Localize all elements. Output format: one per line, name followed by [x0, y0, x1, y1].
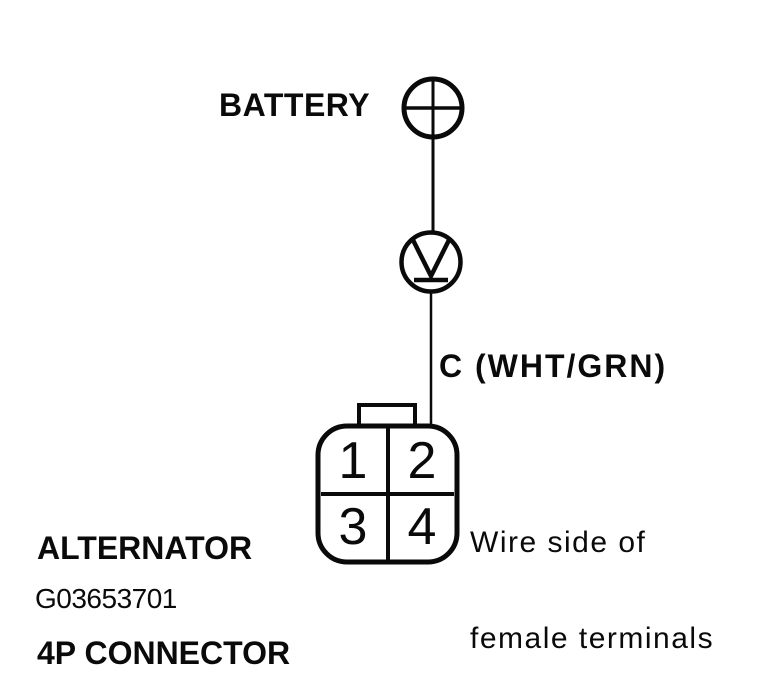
- wire-color-label: C (WHT/GRN): [439, 348, 668, 384]
- terminal-2: 2: [407, 432, 437, 490]
- wire-side-note: Wire side of female terminals: [470, 463, 714, 683]
- connector-name-line2: 4P CONNECTOR: [37, 635, 291, 671]
- connector-4p-drawing: [315, 403, 460, 565]
- terminal-3: 3: [338, 498, 368, 556]
- connector-lock-tab: [357, 403, 417, 429]
- connector-name-line1: ALTERNATOR: [37, 530, 253, 566]
- figure-id: G03653701: [35, 583, 177, 614]
- wire-side-note-line1: Wire side of: [470, 526, 647, 559]
- connector-name-label: ALTERNATOR 4P CONNECTOR: [37, 461, 290, 683]
- voltmeter-icon: [399, 230, 463, 294]
- terminal-4: 4: [407, 498, 437, 556]
- battery-label: BATTERY: [219, 87, 371, 123]
- terminal-1: 1: [338, 432, 368, 490]
- wire-side-note-line2: female terminals: [470, 622, 715, 655]
